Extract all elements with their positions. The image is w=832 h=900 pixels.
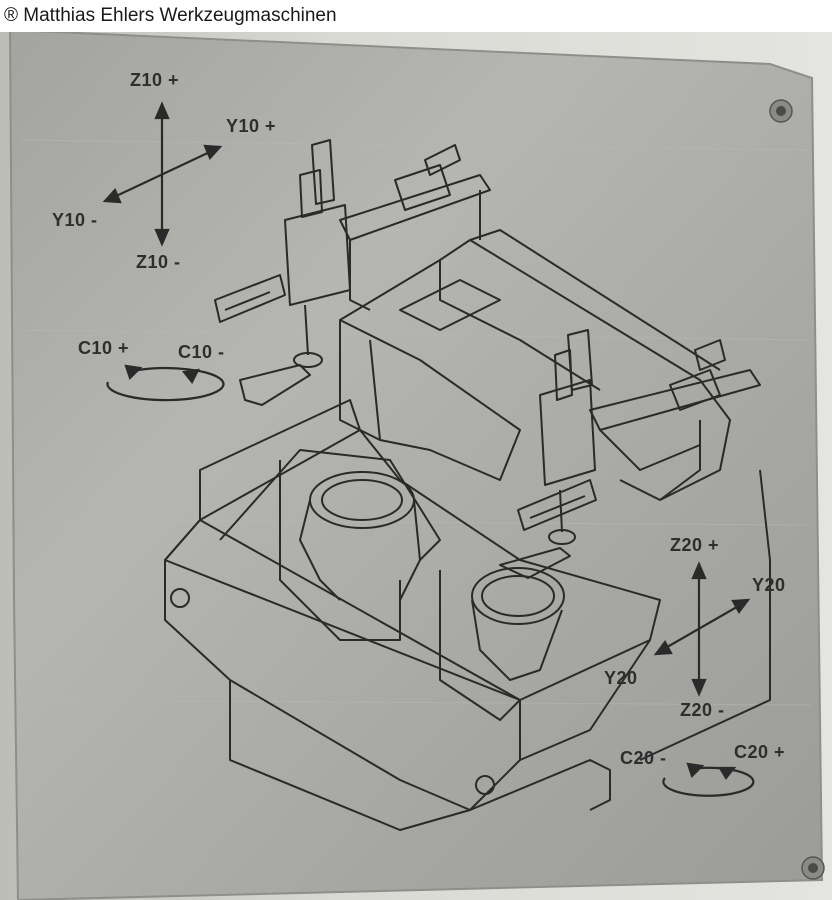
screw-top-right [769, 99, 793, 123]
right-frame-outline [639, 469, 771, 761]
y20-plus-label: Y20 [752, 575, 786, 595]
screw-bottom-right [801, 856, 825, 880]
c10-plus-label: C10 + [78, 338, 130, 358]
y20-minus-label: Y20 [604, 668, 638, 688]
z10-minus-label: Z10 - [136, 252, 181, 272]
c20-plus-label: C20 + [734, 742, 786, 762]
axis-symbols [102, 101, 755, 797]
c10-minus-label: C10 - [178, 342, 225, 362]
z20-minus-label: Z20 - [680, 700, 725, 720]
c20-minus-label: C20 - [620, 748, 667, 768]
z10-plus-label: Z10 + [130, 70, 180, 90]
machine-drawing [164, 139, 761, 831]
y10-plus-label: Y10 + [226, 116, 277, 136]
y10-minus-label: Y10 - [52, 210, 98, 230]
copyright-watermark: ® Matthias Ehlers Werkzeugmaschinen [0, 0, 832, 32]
z20-plus-label: Z20 + [670, 535, 720, 555]
